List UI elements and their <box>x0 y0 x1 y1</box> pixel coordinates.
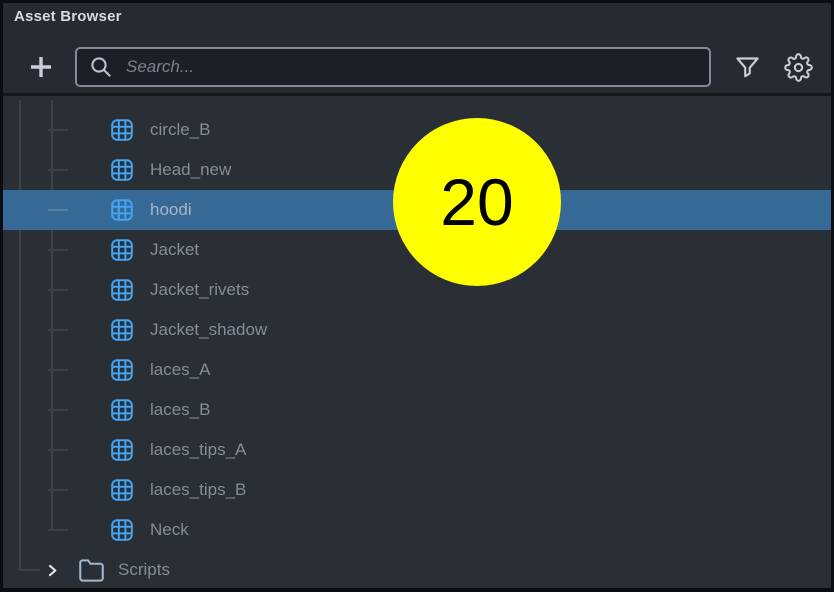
asset-row[interactable]: laces_A <box>3 350 831 390</box>
mesh-grid-icon <box>111 439 133 461</box>
mesh-grid-icon <box>111 359 133 381</box>
asset-label: Jacket <box>150 240 200 259</box>
asset-browser-panel: Asset Browser <box>3 3 831 588</box>
asset-row[interactable]: Neck <box>3 510 831 550</box>
asset-row[interactable]: Jacket <box>3 230 831 270</box>
mesh-grid-icon <box>111 239 133 261</box>
mesh-grid-icon <box>111 399 133 421</box>
asset-label: Jacket_rivets <box>150 280 250 299</box>
asset-label: Jacket_shadow <box>150 320 268 339</box>
asset-label: hoodi <box>150 200 192 219</box>
tree-guide-tick <box>48 369 68 371</box>
plus-icon <box>31 57 51 77</box>
asset-label: circle_B <box>150 120 211 139</box>
annotation-marker: 20 <box>393 118 561 286</box>
tree-guide-line <box>51 100 53 530</box>
tree-guide-tick <box>48 249 68 251</box>
folder-icon <box>79 558 104 582</box>
mesh-grid-icon <box>111 199 133 221</box>
filter-button[interactable] <box>732 52 762 82</box>
mesh-grid-icon <box>111 159 133 181</box>
mesh-grid-icon <box>111 319 133 341</box>
tree-guide-tick <box>48 129 68 131</box>
asset-row[interactable]: Jacket_rivets <box>3 270 831 310</box>
asset-label: Neck <box>150 520 189 539</box>
gear-icon <box>783 52 813 82</box>
asset-label: laces_A <box>150 360 211 379</box>
asset-row[interactable]: laces_B <box>3 390 831 430</box>
asset-row[interactable]: Head_new <box>3 150 831 190</box>
toolbar-separator <box>3 93 831 96</box>
search-box[interactable] <box>75 47 711 87</box>
asset-label: Head_new <box>150 160 232 179</box>
asset-label: laces_tips_A <box>150 440 247 459</box>
mesh-grid-icon <box>111 119 133 141</box>
asset-row[interactable]: circle_B <box>3 110 831 150</box>
asset-row[interactable]: laces_tips_A <box>3 430 831 470</box>
settings-button[interactable] <box>782 51 814 83</box>
tree-guide-tick <box>48 169 68 171</box>
asset-row[interactable]: laces_tips_B <box>3 470 831 510</box>
mesh-grid-icon <box>111 279 133 301</box>
tree-guide-tick <box>48 209 68 211</box>
chevron-right-icon[interactable] <box>44 562 61 579</box>
tree-guide-tick <box>48 449 68 451</box>
asset-label: Scripts <box>118 560 170 579</box>
add-asset-button[interactable] <box>23 49 59 85</box>
funnel-icon <box>735 56 759 77</box>
asset-row[interactable]: Jacket_shadow <box>3 310 831 350</box>
search-icon <box>91 57 111 77</box>
tree-guide-line <box>19 100 21 570</box>
tree-guide-tick <box>48 289 68 291</box>
asset-label: laces_tips_B <box>150 480 247 499</box>
panel-title: Asset Browser <box>14 8 122 25</box>
tree-guide-tick <box>48 409 68 411</box>
tree-guide-tick <box>18 569 40 571</box>
tree-guide-tick <box>48 489 68 491</box>
asset-label: laces_B <box>150 400 211 419</box>
tree-guide-tick <box>48 329 68 331</box>
asset-tree-list[interactable]: circle_B Head_new <box>3 96 831 588</box>
search-input[interactable] <box>124 56 697 78</box>
mesh-grid-icon <box>111 519 133 541</box>
tree-guide-tick <box>48 529 68 531</box>
asset-row[interactable]: Scripts <box>3 550 831 588</box>
mesh-grid-icon <box>111 479 133 501</box>
